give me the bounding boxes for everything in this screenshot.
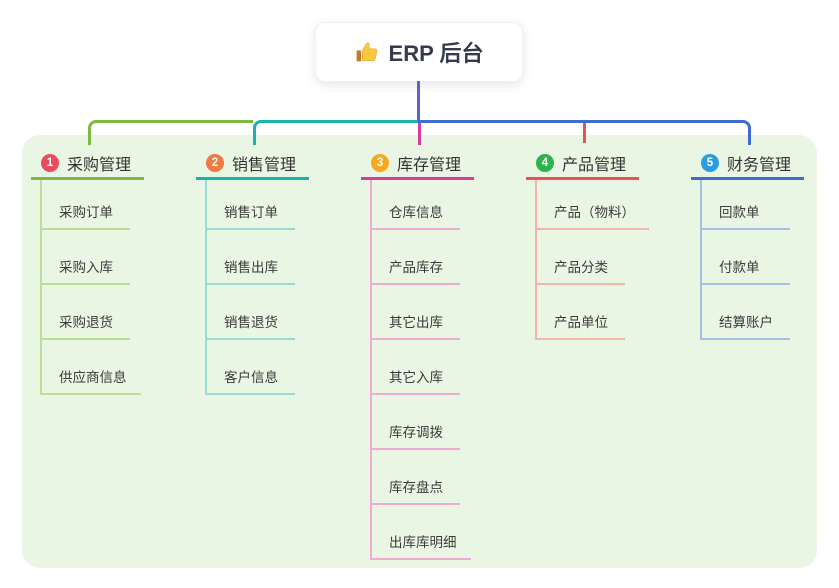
branch-title-product[interactable]: 4 产品管理 [526, 148, 639, 180]
child-node[interactable]: 销售订单 [207, 180, 295, 230]
child-node[interactable]: 结算账户 [702, 285, 790, 340]
child-node[interactable]: 采购退货 [42, 285, 130, 340]
branch-badge: 5 [701, 153, 719, 172]
branch-label: 采购管理 [67, 156, 132, 174]
child-node[interactable]: 采购入库 [42, 230, 130, 285]
branch-label: 库存管理 [397, 156, 462, 174]
branch-label: 销售管理 [232, 156, 297, 174]
child-node[interactable]: 产品库存 [372, 230, 460, 285]
connector-branch-product [583, 123, 586, 143]
root-label: ERP 后台 [388, 41, 484, 66]
branch-product: 4 产品管理 产品（物料） 产品分类 产品单位 [526, 148, 649, 340]
branch-children: 仓库信息 产品库存 其它出库 其它入库 库存调拨 库存盘点 出库库明细 [370, 180, 471, 560]
branches-panel [22, 135, 817, 568]
child-node[interactable]: 回款单 [702, 180, 790, 230]
child-node[interactable]: 销售出库 [207, 230, 295, 285]
child-node[interactable]: 库存调拨 [372, 395, 460, 450]
connector-branch-purchase [88, 120, 253, 145]
child-node[interactable]: 其它入库 [372, 340, 460, 395]
branch-children: 产品（物料） 产品分类 产品单位 [535, 180, 649, 340]
child-node[interactable]: 付款单 [702, 230, 790, 285]
child-node[interactable]: 供应商信息 [42, 340, 141, 395]
child-node[interactable]: 产品分类 [537, 230, 625, 285]
root-node[interactable]: ERP 后台 [315, 22, 523, 82]
thumbs-up-icon [356, 42, 377, 61]
branch-label: 产品管理 [562, 156, 627, 174]
branch-children: 销售订单 销售出库 销售退货 客户信息 [205, 180, 295, 395]
branch-title-sales[interactable]: 2 销售管理 [196, 148, 309, 180]
branch-badge: 4 [536, 153, 554, 172]
branch-badge: 1 [41, 153, 59, 172]
child-node[interactable]: 出库库明细 [372, 505, 471, 560]
branch-children: 回款单 付款单 结算账户 [700, 180, 790, 340]
branch-badge: 3 [371, 153, 389, 172]
connector-branch-finance [418, 120, 751, 145]
branch-inventory: 3 库存管理 仓库信息 产品库存 其它出库 其它入库 库存调拨 库存盘点 出库库… [361, 148, 474, 560]
child-node[interactable]: 产品单位 [537, 285, 625, 340]
child-node[interactable]: 采购订单 [42, 180, 130, 230]
branch-title-inventory[interactable]: 3 库存管理 [361, 148, 474, 180]
connector-branch-sales [253, 120, 418, 145]
child-node[interactable]: 产品（物料） [537, 180, 649, 230]
branch-children: 采购订单 采购入库 采购退货 供应商信息 [40, 180, 141, 395]
connector-root [417, 81, 420, 121]
child-node[interactable]: 销售退货 [207, 285, 295, 340]
branch-sales: 2 销售管理 销售订单 销售出库 销售退货 客户信息 [196, 148, 309, 395]
branch-finance: 5 财务管理 回款单 付款单 结算账户 [691, 148, 804, 340]
child-node[interactable]: 仓库信息 [372, 180, 460, 230]
branch-title-finance[interactable]: 5 财务管理 [691, 148, 804, 180]
child-node[interactable]: 其它出库 [372, 285, 460, 340]
child-node[interactable]: 库存盘点 [372, 450, 460, 505]
branch-purchase: 1 采购管理 采购订单 采购入库 采购退货 供应商信息 [31, 148, 144, 395]
branch-title-purchase[interactable]: 1 采购管理 [31, 148, 144, 180]
child-node[interactable]: 客户信息 [207, 340, 295, 395]
branch-badge: 2 [206, 153, 224, 172]
connector-branch-inventory [418, 120, 421, 145]
branch-label: 财务管理 [727, 156, 792, 174]
